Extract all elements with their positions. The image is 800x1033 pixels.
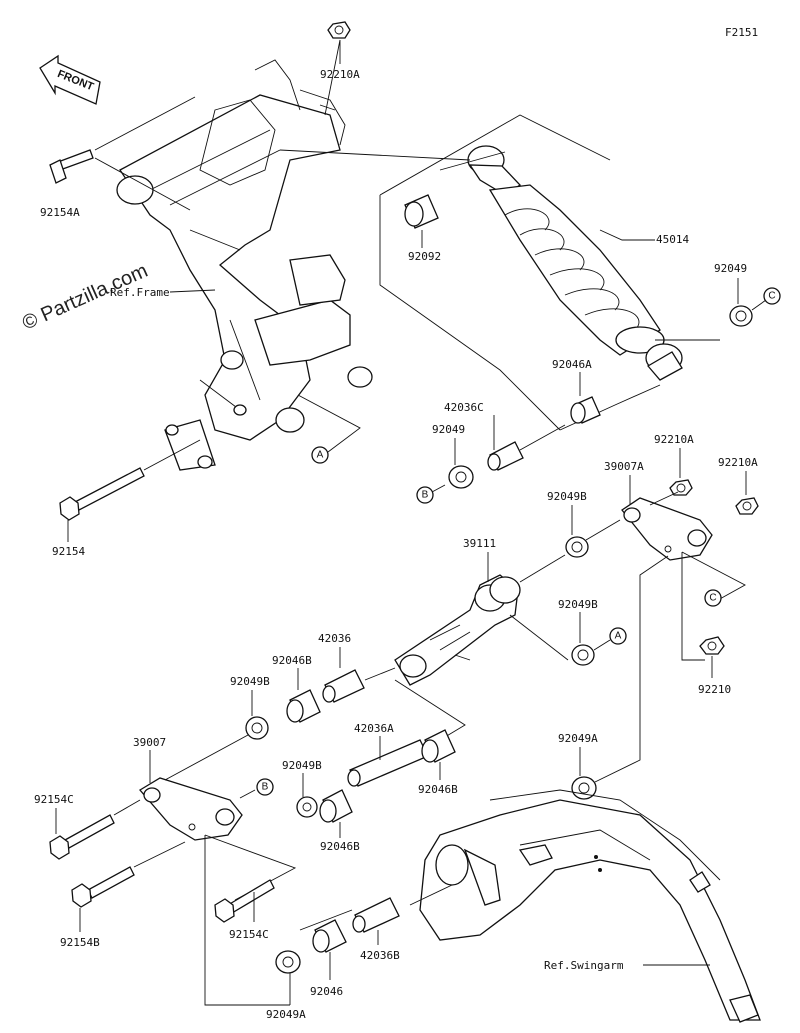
part-92154-label: 92154 bbox=[52, 545, 85, 558]
svg-text:B: B bbox=[422, 490, 429, 501]
ref-frame-label: Ref.Frame bbox=[110, 286, 170, 299]
bolt-92154C-bottom bbox=[214, 879, 275, 923]
part-92154B-label: 92154B bbox=[60, 936, 100, 949]
part-42036C-label: 42036C bbox=[444, 401, 484, 414]
bearing-92046A bbox=[570, 396, 601, 424]
nut-92210A-mid1 bbox=[669, 479, 693, 496]
collar-42036C bbox=[487, 441, 524, 471]
svg-text:C: C bbox=[709, 593, 716, 604]
collar-42036 bbox=[322, 669, 365, 703]
part-92046B-right-label: 92046B bbox=[418, 783, 458, 796]
callout-c-top: C bbox=[763, 287, 781, 305]
part-45014-label: 45014 bbox=[656, 233, 689, 246]
bearing-92046B-upper bbox=[286, 689, 321, 723]
frame-drawing bbox=[116, 59, 373, 471]
link-39111 bbox=[394, 574, 521, 686]
washer-92049B-left bbox=[245, 716, 269, 740]
washer-92049-left bbox=[448, 465, 474, 489]
part-39111-label: 39111 bbox=[463, 537, 496, 550]
washer-92049A-right bbox=[571, 776, 597, 800]
swingarm-drawing bbox=[419, 789, 761, 1023]
part-42036-label: 42036 bbox=[318, 632, 351, 645]
part-92049-left-label: 92049 bbox=[432, 423, 465, 436]
part-92154C-left-label: 92154C bbox=[34, 793, 74, 806]
callout-c-mid: C bbox=[704, 589, 722, 607]
part-92049A-right-label: 92049A bbox=[558, 732, 598, 745]
plate-39007A bbox=[621, 497, 713, 561]
bolt-92154A bbox=[49, 149, 94, 184]
nut-92210 bbox=[699, 636, 725, 655]
part-92154A-label: 92154A bbox=[40, 206, 80, 219]
part-92049B-lower-label: 92049B bbox=[282, 759, 322, 772]
nut-92210A-mid2 bbox=[735, 497, 759, 515]
bearing-92046 bbox=[312, 919, 347, 953]
part-42036A-label: 42036A bbox=[354, 722, 394, 735]
front-arrow-icon: FRONT bbox=[39, 54, 101, 105]
svg-text:C: C bbox=[768, 291, 775, 302]
washer-92049B-lower bbox=[296, 796, 318, 818]
bolt-92154B bbox=[71, 866, 135, 908]
plate-39007 bbox=[139, 777, 243, 841]
bushing-92092 bbox=[404, 194, 439, 229]
part-92046A-label: 92046A bbox=[552, 358, 592, 371]
bolt-92154C-left bbox=[49, 814, 115, 860]
part-92210-label: 92210 bbox=[698, 683, 731, 696]
bearing-92046B-lower bbox=[319, 789, 353, 823]
part-92046B-lower-label: 92046B bbox=[320, 840, 360, 853]
washer-92049-right bbox=[729, 305, 753, 327]
part-92210A-top-label: 92210A bbox=[320, 68, 360, 81]
part-92154C-bottom-label: 92154C bbox=[229, 928, 269, 941]
part-92210A-mid2-label: 92210A bbox=[718, 456, 758, 469]
callout-b-mid: B bbox=[416, 486, 434, 504]
part-92049-right-label: 92049 bbox=[714, 262, 747, 275]
svg-text:B: B bbox=[262, 782, 269, 793]
bolt-92154 bbox=[59, 467, 145, 521]
washer-92049B-upper bbox=[565, 536, 589, 558]
collar-42036B bbox=[352, 897, 400, 933]
svg-text:A: A bbox=[317, 450, 324, 461]
nut-92210A-top bbox=[327, 21, 351, 39]
part-92049B-upper-label: 92049B bbox=[547, 490, 587, 503]
callout-a-frame: A bbox=[311, 446, 329, 464]
part-92049B-left-label: 92049B bbox=[230, 675, 270, 688]
collar-42036A bbox=[347, 739, 429, 787]
bearing-92046B-right bbox=[421, 729, 456, 763]
figure-code: F2151 bbox=[725, 26, 758, 39]
part-92210A-mid1-label: 92210A bbox=[654, 433, 694, 446]
part-92049B-mid-label: 92049B bbox=[558, 598, 598, 611]
part-92049A-bottom-label: 92049A bbox=[266, 1008, 306, 1021]
callout-b-lower: B bbox=[256, 778, 274, 796]
shock-absorber-45014 bbox=[467, 145, 683, 381]
washer-92049B-mid bbox=[571, 644, 595, 666]
part-39007A-label: 39007A bbox=[604, 460, 644, 473]
part-92092-label: 92092 bbox=[408, 250, 441, 263]
part-92046B-upper-label: 92046B bbox=[272, 654, 312, 667]
part-92046-label: 92046 bbox=[310, 985, 343, 998]
callout-a-link: A bbox=[609, 627, 627, 645]
svg-text:A: A bbox=[615, 631, 622, 642]
washer-92049A-bottom bbox=[275, 950, 301, 974]
part-42036B-label: 42036B bbox=[360, 949, 400, 962]
part-39007-label: 39007 bbox=[133, 736, 166, 749]
ref-swingarm-label: Ref.Swingarm bbox=[544, 959, 624, 972]
